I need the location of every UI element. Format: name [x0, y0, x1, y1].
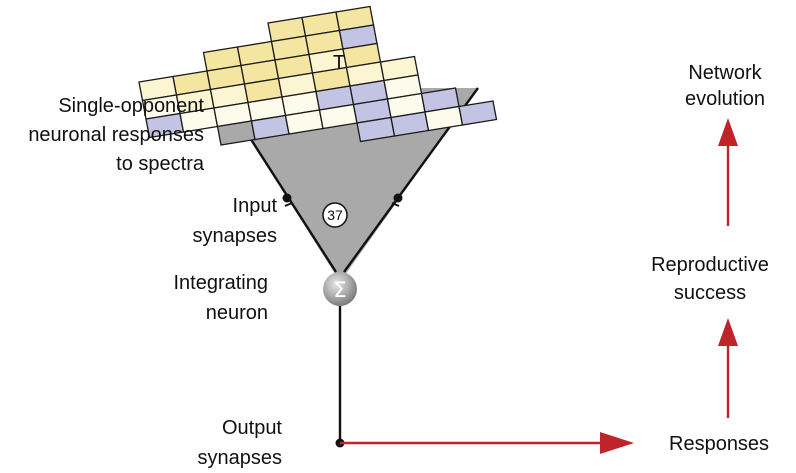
label-responses: Responses — [669, 433, 770, 455]
neuron-symbol: Σ — [333, 278, 346, 302]
grid-marker: T — [333, 52, 345, 74]
label-input-synapses-line1: Input — [232, 195, 277, 217]
label-single-opponent: Single-opponent neuronal responses to sp… — [28, 92, 204, 179]
input-synapse-left-bar — [284, 202, 293, 207]
label-single-opponent-line3: to spectra — [116, 153, 204, 175]
arrow-responses-to-success-head — [718, 318, 738, 346]
label-input-synapses-line2: synapses — [192, 225, 278, 247]
funnel-cone — [218, 88, 478, 282]
label-integrating-neuron-line2: neuron — [205, 302, 268, 324]
label-output-synapses-line1: Output — [221, 417, 282, 439]
badge-circle — [322, 202, 348, 228]
label-network-evolution: Network evolution — [653, 60, 796, 112]
label-single-opponent-line1: Single-opponent — [58, 95, 204, 117]
integrating-neuron — [323, 272, 357, 306]
label-reproductive-success: Reproductive success — [640, 251, 780, 307]
label-reproductive-success-line1: Reproductive — [651, 254, 769, 276]
label-integrating-neuron: Integrating neuron — [173, 268, 268, 328]
label-output-synapses-line2: synapses — [197, 447, 283, 469]
spectral-response-grid — [138, 5, 498, 146]
label-network-evolution-line2: evolution — [684, 88, 766, 110]
input-synapse-left — [282, 193, 292, 203]
badge-number: 37 — [327, 207, 343, 223]
arrow-success-to-evolution-head — [718, 118, 738, 146]
label-network-evolution-line1: Network — [688, 62, 762, 84]
output-arrow-head — [600, 432, 634, 454]
label-reproductive-success-line2: success — [673, 282, 747, 304]
label-integrating-neuron-line1: Integrating — [173, 272, 268, 294]
label-input-synapses: Input synapses — [193, 191, 278, 251]
grid-cell — [458, 100, 498, 126]
input-synapse-right-bar — [391, 202, 400, 207]
label-single-opponent-line2: neuronal responses — [28, 124, 204, 146]
input-synapse-right — [393, 193, 403, 203]
label-output-synapses: Output synapses — [198, 413, 283, 473]
